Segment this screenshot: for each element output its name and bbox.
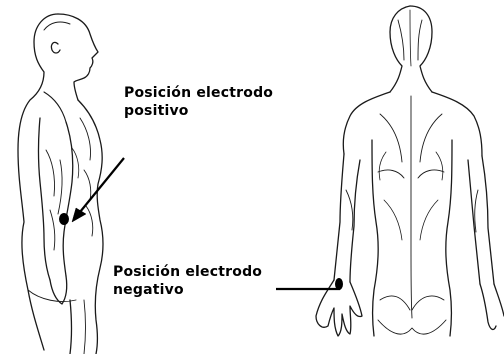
positive-electrode-marker [59,213,69,225]
positive-label-line2: positivo [124,102,273,120]
back-view-figure [316,6,504,336]
positive-label-line1: Posición electrodo [124,84,273,102]
negative-electrode-label: Posición electrodo negativo [113,263,262,299]
negative-label-line1: Posición electrodo [113,263,262,281]
positive-arrowhead [72,208,86,222]
positive-electrode-label: Posición electrodo positivo [124,84,273,120]
negative-label-line2: negativo [113,281,262,299]
side-view-figure [18,14,103,354]
